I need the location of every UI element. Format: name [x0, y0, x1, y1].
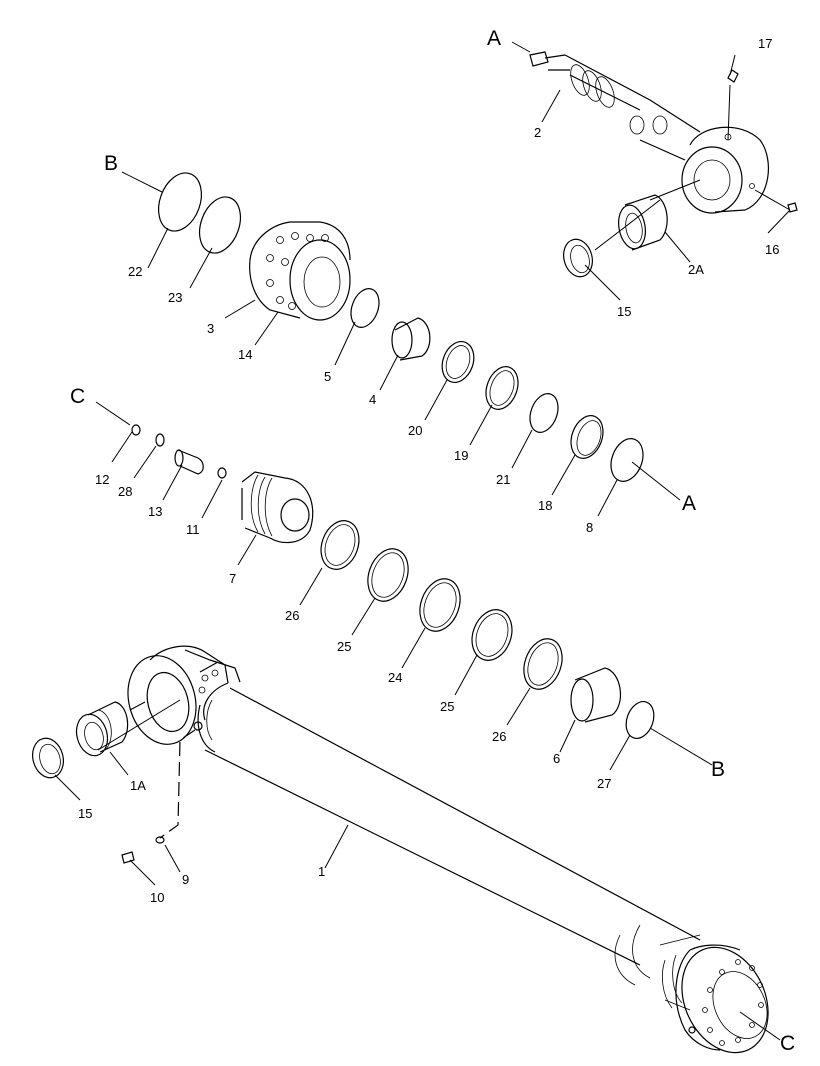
label-part-4: 4 [369, 392, 376, 407]
part-rod [529, 51, 769, 214]
label-part-6: 6 [553, 751, 560, 766]
label-part-20: 20 [408, 423, 422, 438]
label-part-28: 28 [118, 484, 132, 499]
label-part-26-upper: 26 [285, 608, 299, 623]
ref-C-middle: C [70, 385, 85, 408]
label-part-2: 2 [534, 125, 541, 140]
label-part-8: 8 [586, 520, 593, 535]
label-part-1A: 1A [130, 778, 146, 793]
label-part-23: 23 [168, 290, 182, 305]
label-part-17: 17 [758, 36, 772, 51]
label-part-21: 21 [496, 472, 510, 487]
ref-B-bottom: B [711, 758, 725, 781]
label-part-10: 10 [150, 890, 164, 905]
part-seals-5-4-20-19-21-18-8 [350, 288, 644, 482]
label-part-27: 27 [597, 776, 611, 791]
label-part-22: 22 [128, 264, 142, 279]
label-part-7: 7 [229, 571, 236, 586]
part-number-labels: 2 17 16 2A 15 22 23 3 14 5 4 20 19 21 18… [78, 36, 779, 905]
part-bushing-2A [618, 194, 668, 251]
part-piston [241, 471, 314, 544]
label-part-25-lower: 25 [440, 699, 454, 714]
part-bolts-16-17 [727, 69, 798, 213]
part-head [249, 221, 351, 321]
ref-A-middle: A [682, 492, 696, 515]
part-seal-15-upper [563, 238, 593, 278]
label-part-26-lower: 26 [492, 729, 506, 744]
part-seal-15-lower [32, 737, 64, 779]
ref-C-bottom: C [780, 1032, 795, 1055]
label-part-3: 3 [207, 321, 214, 336]
part-grease-fittings [121, 729, 196, 864]
label-part-16: 16 [765, 242, 779, 257]
part-cylinder-tube [127, 645, 769, 1054]
label-part-18: 18 [538, 498, 552, 513]
label-part-15-lower: 15 [78, 806, 92, 821]
label-part-12: 12 [95, 472, 109, 487]
label-part-2A: 2A [688, 262, 704, 277]
label-part-1: 1 [318, 864, 325, 879]
part-rings-26-25-24-25-26 [320, 520, 563, 690]
label-part-19: 19 [454, 448, 468, 463]
part-spacer-6-and-seal-27 [570, 667, 655, 739]
part-small-parts-12-28-13-11 [131, 424, 227, 479]
label-part-14: 14 [238, 347, 252, 362]
label-part-9: 9 [182, 872, 189, 887]
ref-A-top: A [487, 27, 501, 50]
label-part-15-upper: 15 [617, 304, 631, 319]
leader-lines [54, 41, 791, 1041]
label-part-11: 11 [186, 522, 200, 537]
label-part-5: 5 [324, 369, 331, 384]
label-part-25-upper: 25 [337, 639, 351, 654]
label-part-13: 13 [148, 504, 162, 519]
ref-B-top: B [104, 152, 118, 175]
part-rings-22-23 [157, 172, 242, 254]
reference-letters: A A B B C C [70, 27, 795, 1055]
part-bushing-1A [75, 701, 129, 757]
label-part-24: 24 [388, 670, 402, 685]
